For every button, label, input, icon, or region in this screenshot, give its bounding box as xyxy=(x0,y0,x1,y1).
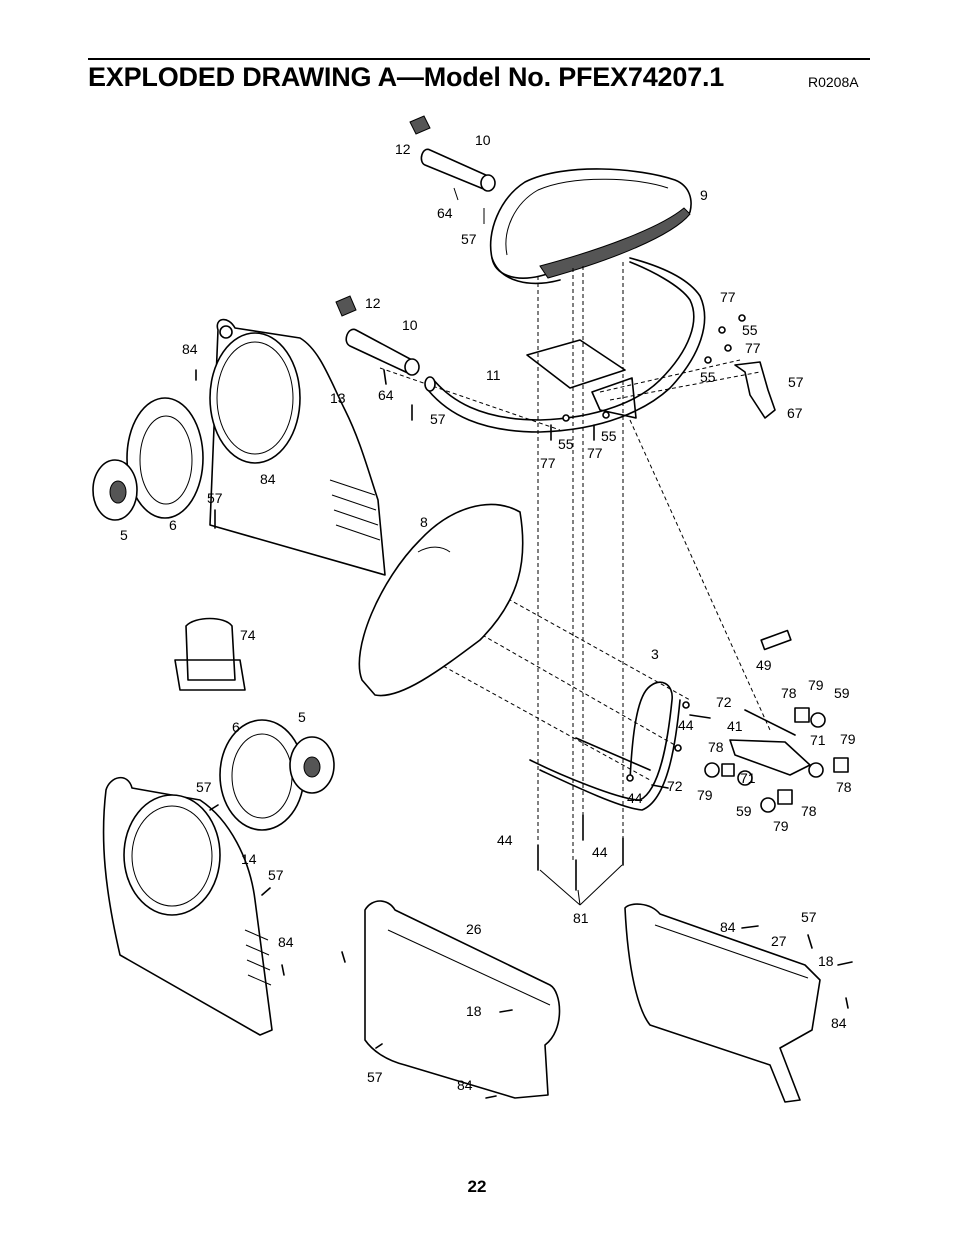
callout: 57 xyxy=(196,779,212,795)
callout: 44 xyxy=(592,844,608,860)
callout: 59 xyxy=(736,803,752,819)
part-rear-shield-right xyxy=(624,903,821,1103)
callout: 79 xyxy=(840,731,856,747)
callout: 13 xyxy=(330,390,346,406)
assembly-guides xyxy=(379,262,771,860)
callout: 57 xyxy=(430,411,446,427)
callout: 59 xyxy=(834,685,850,701)
callout: 57 xyxy=(788,374,804,390)
part-left-shield xyxy=(102,776,273,1036)
part-cap-right xyxy=(92,459,138,521)
callout: 84 xyxy=(182,341,198,357)
callout: 41 xyxy=(727,718,743,734)
part-rear-shield-left xyxy=(364,900,561,1099)
callout: 57 xyxy=(801,909,817,925)
callout: 55 xyxy=(700,369,716,385)
callout: 57 xyxy=(268,867,284,883)
callout: 11 xyxy=(486,367,501,383)
callout: 10 xyxy=(475,132,491,148)
drawing-code: R0208A xyxy=(808,74,859,90)
callout: 12 xyxy=(395,141,411,157)
callout: 18 xyxy=(818,953,834,969)
callout: 44 xyxy=(678,717,694,733)
callout: 72 xyxy=(716,694,732,710)
callout: 71 xyxy=(810,732,826,748)
callout: 79 xyxy=(808,677,824,693)
callout: 77 xyxy=(720,289,736,305)
part-handlebar-frame xyxy=(424,257,706,433)
part-seat xyxy=(489,168,692,285)
callout: 78 xyxy=(781,685,797,701)
frame-bolts xyxy=(537,814,624,906)
part-cup-holder xyxy=(174,617,246,691)
callout: 44 xyxy=(627,790,643,806)
callout: 64 xyxy=(437,205,453,221)
callout: 3 xyxy=(651,646,659,662)
callout: 84 xyxy=(260,471,276,487)
callout: 84 xyxy=(278,934,294,950)
callout: 18 xyxy=(466,1003,482,1019)
callout: 14 xyxy=(241,851,257,867)
callout: 26 xyxy=(466,921,482,937)
callout: 5 xyxy=(120,527,128,543)
hardware-marks xyxy=(195,314,853,1099)
callout: 67 xyxy=(787,405,803,421)
callout: 12 xyxy=(365,295,381,311)
part-cap-left xyxy=(289,736,335,794)
callout: 5 xyxy=(298,709,306,725)
callout: 79 xyxy=(697,787,713,803)
part-bracket xyxy=(734,361,776,419)
callout: 77 xyxy=(540,455,556,471)
callout: 84 xyxy=(457,1077,473,1093)
callout: 8 xyxy=(420,514,428,530)
callout: 6 xyxy=(232,719,240,735)
callout: 9 xyxy=(700,187,708,203)
callout: 74 xyxy=(240,627,256,643)
header-rule xyxy=(88,58,870,60)
callout: 77 xyxy=(745,340,761,356)
callout-labels: 10 12 9 64 57 12 10 77 55 77 84 13 64 11… xyxy=(120,132,856,1093)
callout: 27 xyxy=(771,933,787,949)
page-title: EXPLODED DRAWING A—Model No. PFEX74207.1 xyxy=(88,62,725,92)
callout: 81 xyxy=(573,910,589,926)
callout: 79 xyxy=(773,818,789,834)
callout: 78 xyxy=(836,779,852,795)
callout: 84 xyxy=(831,1015,847,1031)
callout: 44 xyxy=(497,832,513,848)
part-lower-handlebar xyxy=(335,295,420,376)
callout: 57 xyxy=(367,1069,383,1085)
callout: 57 xyxy=(461,231,477,247)
callout: 55 xyxy=(558,436,574,452)
page-number: 22 xyxy=(467,1177,487,1196)
callout: 84 xyxy=(720,919,736,935)
part-shroud xyxy=(358,503,524,697)
callout: 64 xyxy=(378,387,394,403)
part-right-shield xyxy=(209,318,386,576)
part-crank-assembly xyxy=(529,629,849,813)
part-upper-handlebar xyxy=(409,115,496,224)
callout: 77 xyxy=(587,445,603,461)
callout: 6 xyxy=(169,517,177,533)
callout: 72 xyxy=(667,778,683,794)
callout: 55 xyxy=(601,428,617,444)
callout: 10 xyxy=(402,317,418,333)
callout: 71 xyxy=(740,770,756,786)
callout: 78 xyxy=(801,803,817,819)
part-disc-right xyxy=(126,397,204,519)
callout: 49 xyxy=(756,657,772,673)
callout: 57 xyxy=(207,490,223,506)
callout: 55 xyxy=(742,322,758,338)
callout: 78 xyxy=(708,739,724,755)
